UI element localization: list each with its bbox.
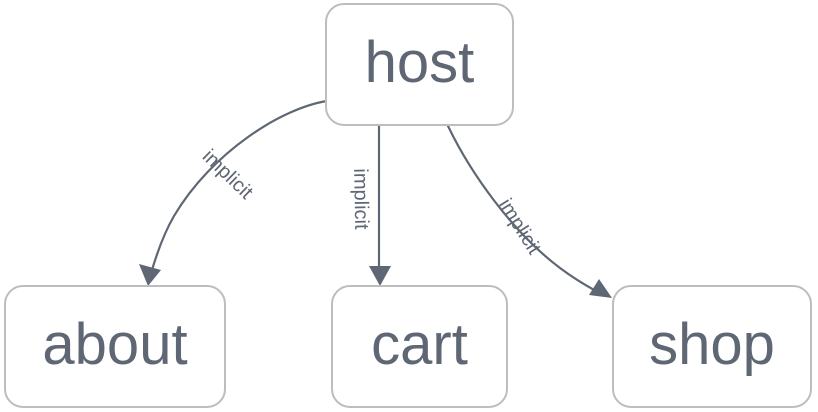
node-label: cart — [371, 312, 468, 377]
edge-label-group: implicit — [349, 168, 372, 230]
node-shop[interactable]: shop — [612, 285, 812, 408]
edge-host-about[interactable]: implicit — [139, 99, 329, 286]
node-box — [612, 285, 812, 408]
node-label: shop — [649, 312, 775, 377]
node-label: host — [365, 30, 475, 95]
node-box — [4, 285, 226, 408]
node-about[interactable]: about — [4, 285, 226, 408]
arrowhead-icon — [589, 279, 612, 298]
node-cart[interactable]: cart — [331, 285, 508, 408]
edge-label: implicit — [349, 168, 372, 230]
node-label: about — [42, 312, 187, 377]
edge-label-group: implicit — [494, 195, 545, 259]
node-box — [331, 285, 508, 408]
arrowhead-icon — [139, 264, 161, 286]
edge-host-cart[interactable]: implicit — [349, 124, 391, 286]
node-host[interactable]: host — [325, 3, 514, 126]
node-box — [325, 3, 514, 126]
edge-path — [446, 124, 598, 293]
edge-path — [148, 99, 329, 279]
edge-label: implicit — [494, 195, 545, 259]
edge-host-shop[interactable]: implicit — [446, 124, 612, 298]
arrowhead-icon — [369, 266, 391, 286]
